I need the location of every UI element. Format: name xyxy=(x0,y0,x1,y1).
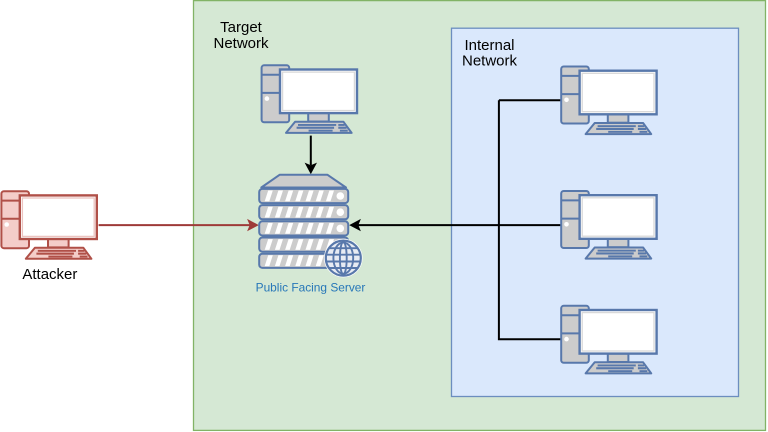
svg-text:Network: Network xyxy=(462,52,518,69)
svg-text:Network: Network xyxy=(213,35,269,52)
svg-text:Target: Target xyxy=(220,19,263,36)
svg-text:Internal: Internal xyxy=(464,37,514,54)
svg-text:Attacker: Attacker xyxy=(22,266,77,283)
svg-text:Public Facing Server: Public Facing Server xyxy=(256,281,366,295)
